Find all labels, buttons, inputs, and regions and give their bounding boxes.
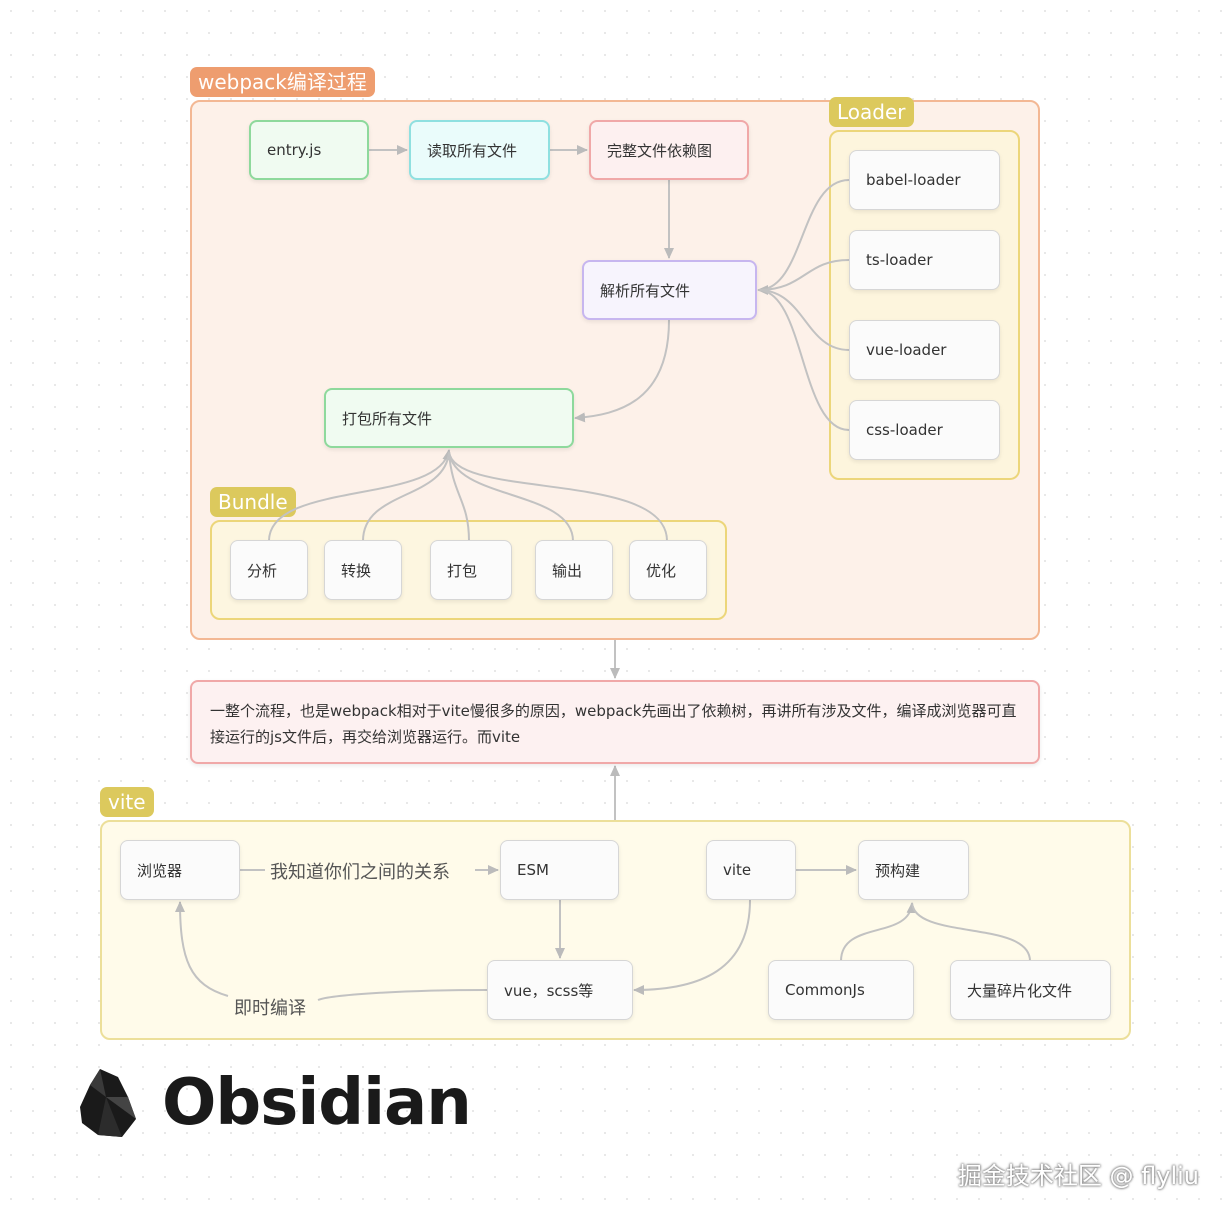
node-analyze[interactable]: 分析	[230, 540, 308, 600]
node-transform[interactable]: 转换	[324, 540, 402, 600]
node-summary-note[interactable]: 一整个流程，也是webpack相对于vite慢很多的原因，webpack先画出了…	[190, 680, 1040, 764]
webpack-group-label: webpack编译过程	[190, 67, 375, 97]
node-esm[interactable]: ESM	[500, 840, 619, 900]
node-parse-all-files[interactable]: 解析所有文件	[582, 260, 757, 320]
node-read-all-files[interactable]: 读取所有文件	[409, 120, 550, 180]
edge-label-relationship: 我知道你们之间的关系	[270, 862, 450, 883]
obsidian-brand: Obsidian	[78, 1066, 472, 1140]
loader-group-label: Loader	[829, 97, 914, 127]
obsidian-brand-name: Obsidian	[162, 1066, 472, 1140]
node-ts-loader[interactable]: ts-loader	[849, 230, 1000, 290]
vite-group-label: vite	[100, 787, 154, 817]
node-dependency-graph[interactable]: 完整文件依赖图	[589, 120, 749, 180]
node-vite[interactable]: vite	[706, 840, 796, 900]
node-prebuild[interactable]: 预构建	[858, 840, 969, 900]
node-commonjs[interactable]: CommonJs	[768, 960, 914, 1020]
node-browser[interactable]: 浏览器	[120, 840, 240, 900]
node-pack-all-files[interactable]: 打包所有文件	[324, 388, 574, 448]
node-fragmented-files[interactable]: 大量碎片化文件	[950, 960, 1111, 1020]
bundle-group-label: Bundle	[210, 487, 296, 517]
edge-label-instant-compile: 即时编译	[234, 998, 306, 1019]
node-css-loader[interactable]: css-loader	[849, 400, 1000, 460]
node-vue-scss[interactable]: vue，scss等	[487, 960, 633, 1020]
node-entry-js[interactable]: entry.js	[249, 120, 369, 180]
node-output[interactable]: 输出	[535, 540, 613, 600]
node-pack[interactable]: 打包	[430, 540, 512, 600]
node-vue-loader[interactable]: vue-loader	[849, 320, 1000, 380]
obsidian-logo-icon	[80, 1069, 136, 1137]
watermark: 掘金技术社区 @ flyliu	[957, 1162, 1199, 1190]
node-babel-loader[interactable]: babel-loader	[849, 150, 1000, 210]
node-optimize[interactable]: 优化	[629, 540, 707, 600]
